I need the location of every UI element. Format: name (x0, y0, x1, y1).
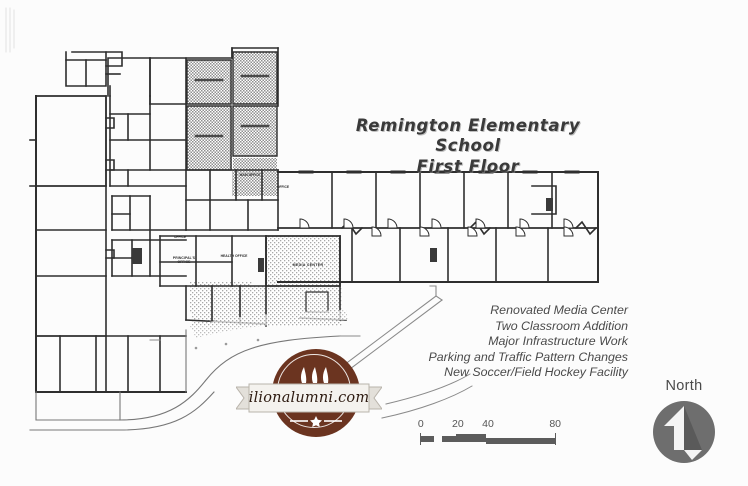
watermark-badge: ilionalumni.com (236, 347, 382, 443)
watermark-text: ilionalumni.com (248, 390, 370, 406)
feature-item: Parking and Traffic Pattern Changes (428, 349, 628, 364)
room-label-health-office: HEALTH OFFICE (220, 254, 248, 258)
scale-label: 0 (417, 418, 424, 430)
feature-item: New Soccer/Field Hockey Facility (444, 365, 628, 380)
feature-item: Major Infrastructure Work (488, 334, 628, 349)
flame-marks-icon (300, 367, 329, 383)
scale-label: 40 (482, 418, 494, 430)
room-label-principals-office: PRINCIPAL'S OFFICE (172, 256, 196, 264)
plan-title-line2: First Floor (416, 157, 520, 176)
room-label-office-west: OFFICE (173, 235, 187, 239)
north-arrow-icon (653, 401, 715, 463)
scale-bar-labels: 0 20 40 80 (417, 418, 562, 431)
compass-label: North (665, 378, 703, 394)
badge-ribbon (236, 383, 382, 413)
room-label-media-center: MEDIA CENTER (292, 263, 324, 267)
north-compass: North (636, 378, 732, 474)
room-label-main-office: MAIN OFFICE (239, 173, 261, 177)
star-divider-icon (290, 416, 342, 427)
plan-title-line1: Remington Elementary School (355, 116, 581, 155)
scale-label: 20 (452, 418, 464, 430)
scale-label: 80 (549, 418, 562, 430)
renovation-feature-list: Renovated Media Center Two Classroom Add… (388, 303, 628, 381)
scale-bar: 0 20 40 80 (417, 418, 562, 446)
feature-item: Renovated Media Center (490, 303, 628, 317)
room-label-office-center: OFFICE (276, 185, 290, 189)
scale-bar-graphic (418, 433, 558, 446)
plan-title: Remington Elementary School First Floor (333, 116, 603, 178)
feature-item: Two Classroom Addition (495, 318, 628, 333)
